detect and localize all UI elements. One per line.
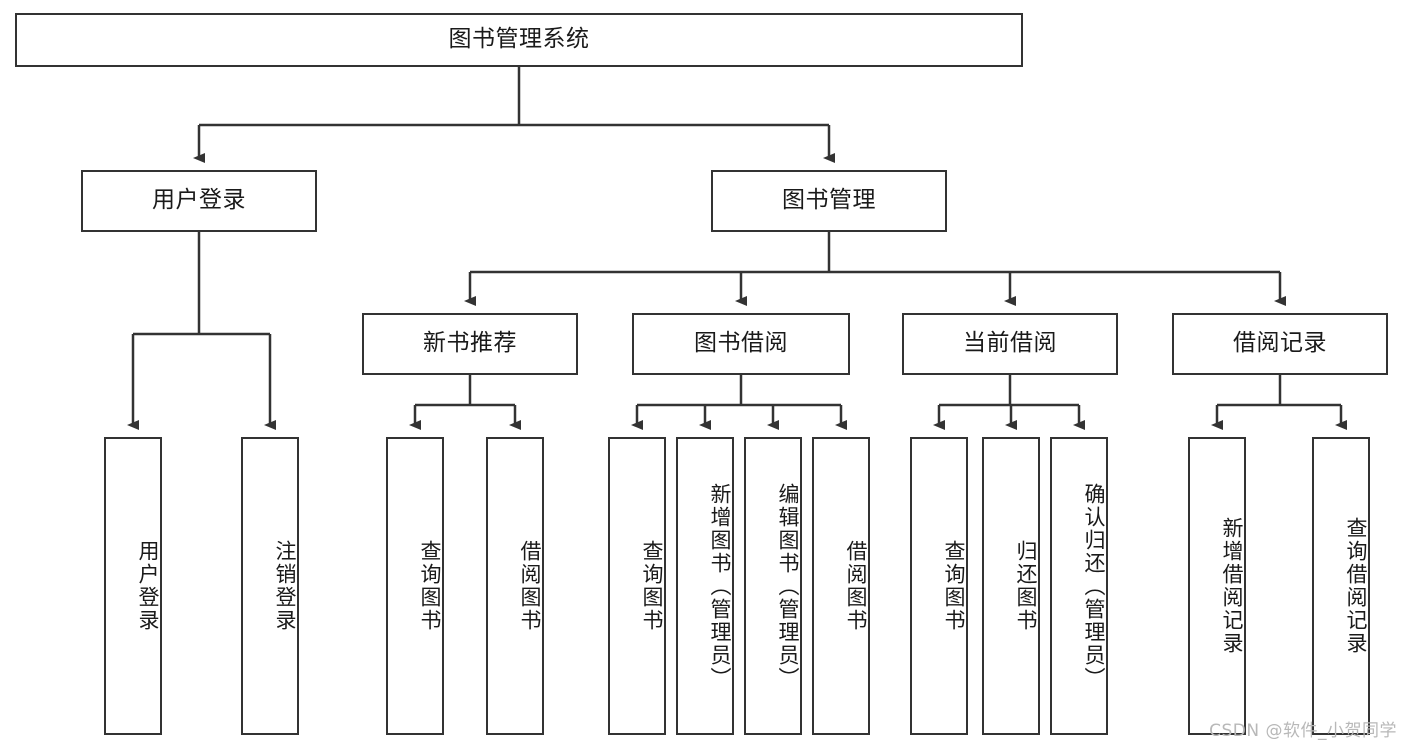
leaf-user-login[interactable]: 用户登录: [104, 437, 162, 735]
leaf-logout[interactable]: 注销登录: [241, 437, 299, 735]
leaf-label: 查询借阅记录: [1344, 517, 1368, 655]
leaf-label: 查询图书: [640, 540, 664, 632]
node-root-label: 图书管理系统: [448, 26, 590, 53]
leaf-edit-book-admin[interactable]: 编辑图书（管理员）: [744, 437, 802, 735]
leaf-query-book-current[interactable]: 查询图书: [910, 437, 968, 735]
node-user-login-label: 用户登录: [152, 187, 246, 214]
leaf-label: 查询图书: [942, 540, 966, 632]
node-borrow-record-label: 借阅记录: [1233, 330, 1327, 357]
leaf-label: 注销登录: [273, 540, 297, 632]
node-book-borrow-label: 图书借阅: [694, 330, 788, 357]
node-new-book-recommend[interactable]: 新书推荐: [362, 313, 578, 375]
leaf-borrow-book[interactable]: 借阅图书: [812, 437, 870, 735]
node-root[interactable]: 图书管理系统: [15, 13, 1023, 67]
leaf-label: 用户登录: [136, 540, 160, 632]
leaf-add-borrow-record[interactable]: 新增借阅记录: [1188, 437, 1246, 735]
node-new-book-recommend-label: 新书推荐: [423, 330, 517, 357]
leaf-label: 编辑图书（管理员）: [776, 482, 800, 690]
leaf-label: 借阅图书: [518, 540, 542, 632]
leaf-label: 确认归还（管理员）: [1082, 482, 1106, 690]
leaf-query-borrow-record[interactable]: 查询借阅记录: [1312, 437, 1370, 735]
node-book-management[interactable]: 图书管理: [711, 170, 947, 232]
leaf-add-book-admin[interactable]: 新增图书（管理员）: [676, 437, 734, 735]
leaf-label: 新增图书（管理员）: [708, 482, 732, 690]
node-current-borrow-label: 当前借阅: [963, 330, 1057, 357]
leaf-borrow-book-new[interactable]: 借阅图书: [486, 437, 544, 735]
node-user-login[interactable]: 用户登录: [81, 170, 317, 232]
leaf-query-book-borrow[interactable]: 查询图书: [608, 437, 666, 735]
leaf-label: 新增借阅记录: [1220, 517, 1244, 655]
node-current-borrow[interactable]: 当前借阅: [902, 313, 1118, 375]
leaf-confirm-return-admin[interactable]: 确认归还（管理员）: [1050, 437, 1108, 735]
leaf-return-book[interactable]: 归还图书: [982, 437, 1040, 735]
leaf-label: 归还图书: [1014, 540, 1038, 632]
node-borrow-record[interactable]: 借阅记录: [1172, 313, 1388, 375]
leaf-label: 借阅图书: [844, 540, 868, 632]
node-book-management-label: 图书管理: [782, 187, 876, 214]
watermark: CSDN @软件_小贺同学: [1209, 721, 1397, 741]
leaf-label: 查询图书: [418, 540, 442, 632]
leaf-query-book-new[interactable]: 查询图书: [386, 437, 444, 735]
node-book-borrow[interactable]: 图书借阅: [632, 313, 850, 375]
